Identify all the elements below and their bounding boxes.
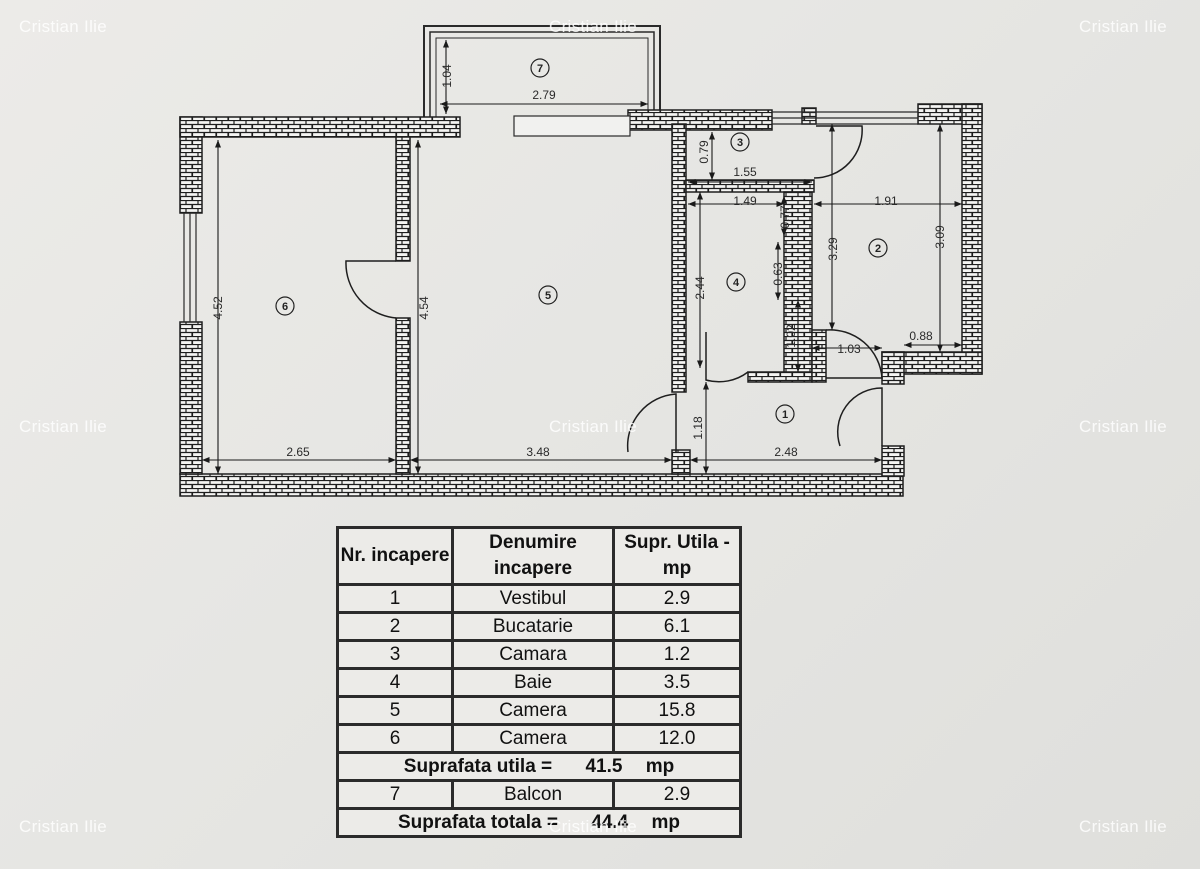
dim-2-48: 2.48 (774, 445, 798, 459)
dimension-labels: 1.04 2.79 0.79 1.55 1.49 0.77 1.91 4.52 … (211, 64, 947, 459)
row-area: 1.2 (612, 639, 742, 670)
dim-2-44: 2.44 (693, 276, 707, 300)
balcony-outline (423, 25, 661, 117)
dim-1-04: 1.04 (440, 64, 454, 88)
row-nr: 3 (336, 639, 454, 670)
row-name: Camera (451, 723, 615, 754)
row-name: Baie (451, 667, 615, 698)
row-name: Vestibul (451, 583, 615, 614)
dim-3-09: 3.09 (933, 225, 947, 249)
watermark: Cristian Ilie (1079, 417, 1167, 436)
header-name: Denumire incapere (451, 526, 615, 586)
svg-text:1: 1 (782, 409, 788, 421)
total-label: Suprafata totala = (397, 811, 558, 833)
svg-text:2: 2 (875, 243, 881, 255)
row-area: 15.8 (612, 695, 742, 726)
table-row: 1 Vestibul 2.9 (336, 583, 742, 614)
row-area: 12.0 (612, 723, 742, 754)
dim-2-79: 2.79 (532, 88, 556, 102)
room-marker-1: 1 (775, 404, 795, 424)
dimension-lines (202, 40, 962, 474)
watermark: Cristian Ilie (19, 417, 107, 436)
room-marker-4: 4 (726, 272, 746, 292)
balcony-name: Balcon (451, 779, 615, 810)
watermark: Cristian Ilie (549, 417, 637, 436)
watermark: Cristian Ilie (19, 17, 107, 36)
room-area-table: Nr. incapere Denumire incapere Supr. Uti… (336, 526, 742, 838)
header-area: Supr. Utila - mp (612, 526, 742, 586)
total-value: 44.4 (591, 811, 629, 833)
walls (179, 103, 983, 497)
row-nr: 1 (336, 583, 454, 614)
balcony-nr: 7 (336, 779, 454, 810)
row-nr: 2 (336, 611, 454, 642)
subtotal-cell: Suprafata utila = 41.5 mp (336, 751, 742, 782)
room-marker-3: 3 (730, 132, 750, 152)
table-header-row: Nr. incapere Denumire incapere Supr. Uti… (336, 526, 742, 586)
svg-text:3: 3 (737, 137, 743, 149)
row-area: 2.9 (612, 583, 742, 614)
subtotal-label: Suprafata utila = (403, 755, 553, 777)
dim-1-55: 1.55 (733, 165, 757, 179)
room-marker-2: 2 (868, 238, 888, 258)
svg-text:4: 4 (733, 277, 740, 289)
dim-4-54: 4.54 (417, 296, 431, 320)
dim-0-79: 0.79 (697, 140, 711, 164)
watermark: Cristian Ilie (1079, 817, 1167, 836)
dim-1-18: 1.18 (691, 416, 705, 440)
dim-2-65: 2.65 (286, 445, 310, 459)
watermark: Cristian Ilie (1079, 17, 1167, 36)
row-area: 3.5 (612, 667, 742, 698)
subtotal-row: Suprafata utila = 41.5 mp (336, 751, 742, 782)
watermark: Cristian Ilie (549, 17, 637, 36)
subtotal-value: 41.5 (585, 755, 623, 777)
total-row: Suprafata totala = 44.4 mp (336, 807, 742, 838)
doors (345, 125, 883, 453)
dim-3-29: 3.29 (826, 237, 840, 261)
dim-0-63: 0.63 (771, 262, 785, 286)
watermark: Cristian Ilie (549, 817, 637, 836)
room-markers: 1 2 3 4 5 6 7 (275, 58, 888, 424)
room-marker-6: 6 (275, 296, 295, 316)
dim-3-48: 3.48 (526, 445, 550, 459)
row-nr: 4 (336, 667, 454, 698)
balcony-area: 2.9 (612, 779, 742, 810)
svg-text:7: 7 (537, 63, 543, 75)
dim-1-91: 1.91 (874, 194, 898, 208)
row-nr: 5 (336, 695, 454, 726)
dim-1-02: 1.02 (784, 324, 798, 348)
row-name: Bucatarie (451, 611, 615, 642)
room-marker-5: 5 (538, 285, 558, 305)
dim-1-49: 1.49 (733, 194, 757, 208)
dim-1-03: 1.03 (837, 342, 861, 356)
subtotal-unit: mp (645, 755, 675, 777)
row-nr: 6 (336, 723, 454, 754)
balcony-row: 7 Balcon 2.9 (336, 779, 742, 810)
table-row: 4 Baie 3.5 (336, 667, 742, 698)
dim-4-52: 4.52 (211, 296, 225, 320)
table-row: 3 Camara 1.2 (336, 639, 742, 670)
dim-0-77: 0.77 (778, 205, 792, 229)
row-area: 6.1 (612, 611, 742, 642)
row-name: Camara (451, 639, 615, 670)
table-row: 6 Camera 12.0 (336, 723, 742, 754)
watermark: Cristian Ilie (19, 817, 107, 836)
table-row: 5 Camera 15.8 (336, 695, 742, 726)
svg-text:5: 5 (545, 290, 551, 302)
table-row: 2 Bucatarie 6.1 (336, 611, 742, 642)
dim-0-88: 0.88 (909, 329, 933, 343)
total-cell: Suprafata totala = 44.4 mp (336, 807, 742, 838)
row-name: Camera (451, 695, 615, 726)
svg-text:6: 6 (282, 301, 288, 313)
room-marker-7: 7 (530, 58, 550, 78)
windows (183, 111, 918, 322)
total-unit: mp (651, 811, 681, 833)
header-nr: Nr. incapere (336, 526, 454, 586)
